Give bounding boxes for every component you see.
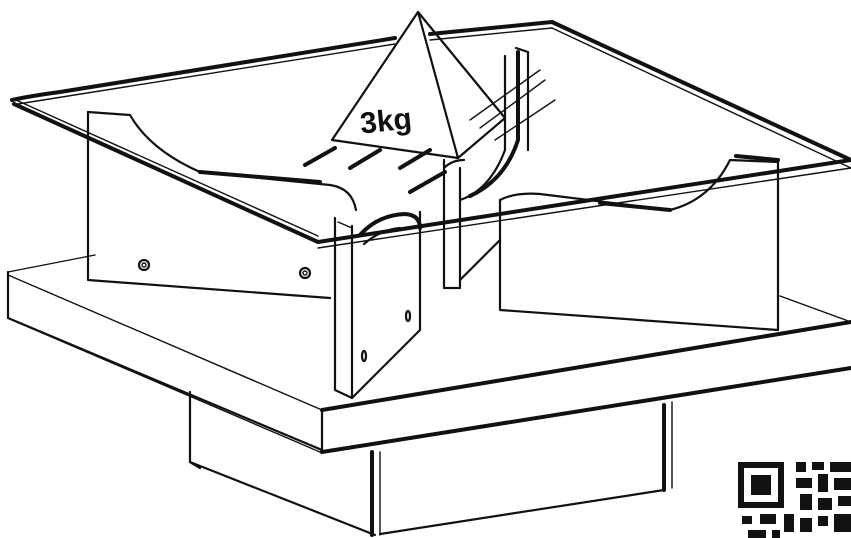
qr-code-icon (738, 462, 851, 538)
pedestal (188, 390, 673, 537)
top-frame (10, 20, 851, 249)
weight-label: 3kg (359, 102, 414, 140)
force-lines (303, 69, 556, 194)
left-panel (86, 110, 358, 300)
base-plate (6, 254, 851, 454)
right-panel (498, 154, 780, 332)
pyramid-weight-icon: 3kg (330, 10, 507, 160)
